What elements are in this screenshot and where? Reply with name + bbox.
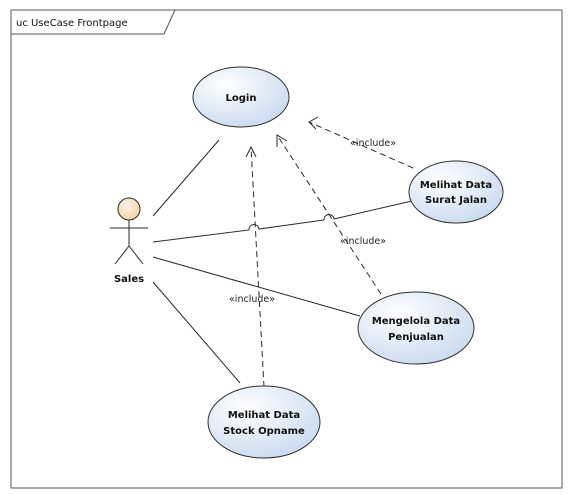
include-surat-jalan-line	[308, 121, 414, 169]
use-case-penjualan-line2: Penjualan	[388, 332, 444, 343]
include-label-surat-jalan: «include»	[350, 138, 396, 149]
actor-head-icon	[117, 197, 141, 221]
association-stock-opname	[152, 281, 241, 384]
include-dependencies	[250, 121, 414, 388]
frame-title: uc UseCase Frontpage	[16, 18, 128, 29]
include-stock-opname-line	[250, 146, 265, 388]
use-case-penjualan-line1: Mengelola Data	[372, 316, 460, 327]
use-case-stock-opname[interactable]: Melihat Data Stock Opname	[207, 385, 321, 459]
use-case-surat-jalan[interactable]: Melihat Data Surat Jalan	[408, 160, 504, 224]
associations	[152, 139, 413, 384]
association-login	[152, 139, 220, 217]
use-case-stock-opname-line1: Melihat Data	[228, 410, 300, 421]
use-case-penjualan[interactable]: Mengelola Data Penjualan	[357, 291, 475, 365]
use-case-login[interactable]: Login	[192, 66, 290, 128]
include-penjualan-line	[276, 134, 382, 295]
arrowhead-penjualan	[276, 134, 288, 147]
include-label-penjualan: «include»	[340, 236, 386, 247]
arrowhead-surat-jalan	[308, 116, 319, 130]
actor-right-leg	[128, 245, 144, 265]
association-penjualan	[152, 256, 361, 317]
use-case-login-label: Login	[226, 93, 257, 104]
use-case-stock-opname-line2: Stock Opname	[223, 426, 305, 437]
association-surat-jalan	[152, 200, 413, 243]
use-case-surat-jalan-line2: Surat Jalan	[425, 195, 487, 206]
include-arrowheads	[245, 116, 319, 158]
actor-sales[interactable]: Sales	[110, 197, 148, 285]
arrowhead-stock-opname	[245, 145, 257, 158]
actor-left-leg	[114, 245, 130, 265]
use-case-surat-jalan-line1: Melihat Data	[420, 180, 492, 191]
actor-label: Sales	[114, 274, 144, 285]
include-label-stock-opname: «include»	[229, 294, 275, 305]
diagram-frame: uc UseCase Frontpage	[10, 9, 563, 489]
